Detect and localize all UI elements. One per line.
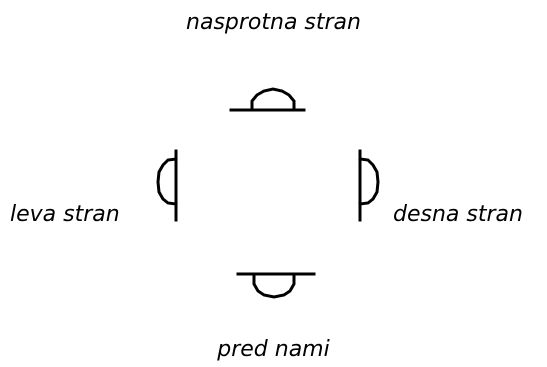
label-front-side: pred nami xyxy=(217,337,330,362)
top-half-circle-icon xyxy=(229,87,306,112)
bottom-half-circle-icon xyxy=(236,272,316,299)
label-opposite-side: nasprotna stran xyxy=(186,10,361,35)
label-left-side: leva stran xyxy=(10,202,120,227)
label-right-side: desna stran xyxy=(393,202,523,227)
left-half-circle-icon xyxy=(156,149,178,222)
right-half-circle-icon xyxy=(358,149,380,222)
